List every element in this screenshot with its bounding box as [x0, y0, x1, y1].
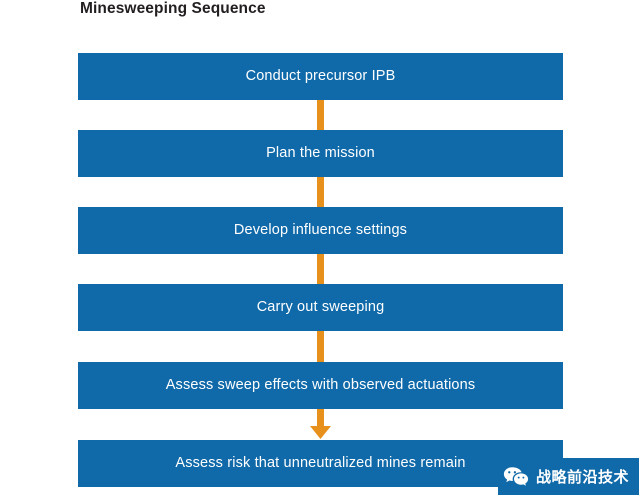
flow-step-label: Conduct precursor IPB	[245, 68, 396, 85]
flow-step-label: Assess risk that unneutralized mines rem…	[175, 455, 466, 472]
flow-step-label: Plan the mission	[266, 145, 375, 162]
flow-step-3[interactable]: Develop influence settings	[78, 207, 563, 254]
wechat-watermark: 战略前沿技术	[498, 458, 639, 495]
connector-arrow-5-6	[308, 409, 333, 440]
watermark-label: 战略前沿技术	[536, 468, 630, 486]
connector-bar-3-4	[317, 254, 324, 284]
flow-step-6[interactable]: Assess risk that unneutralized mines rem…	[78, 440, 563, 487]
flow-step-label: Carry out sweeping	[256, 299, 385, 316]
flow-step-2[interactable]: Plan the mission	[78, 130, 563, 177]
connector-bar-2-3	[317, 177, 324, 207]
connector-bar-1-2	[317, 100, 324, 130]
flow-step-label: Assess sweep effects with observed actua…	[165, 377, 476, 394]
page-title: Minesweeping Sequence	[80, 0, 266, 17]
flow-step-label: Develop influence settings	[233, 222, 408, 239]
wechat-icon	[503, 466, 529, 488]
flow-step-4[interactable]: Carry out sweeping	[78, 284, 563, 331]
flow-step-5[interactable]: Assess sweep effects with observed actua…	[78, 362, 563, 409]
flow-step-1[interactable]: Conduct precursor IPB	[78, 53, 563, 100]
connector-bar-4-5	[317, 331, 324, 362]
